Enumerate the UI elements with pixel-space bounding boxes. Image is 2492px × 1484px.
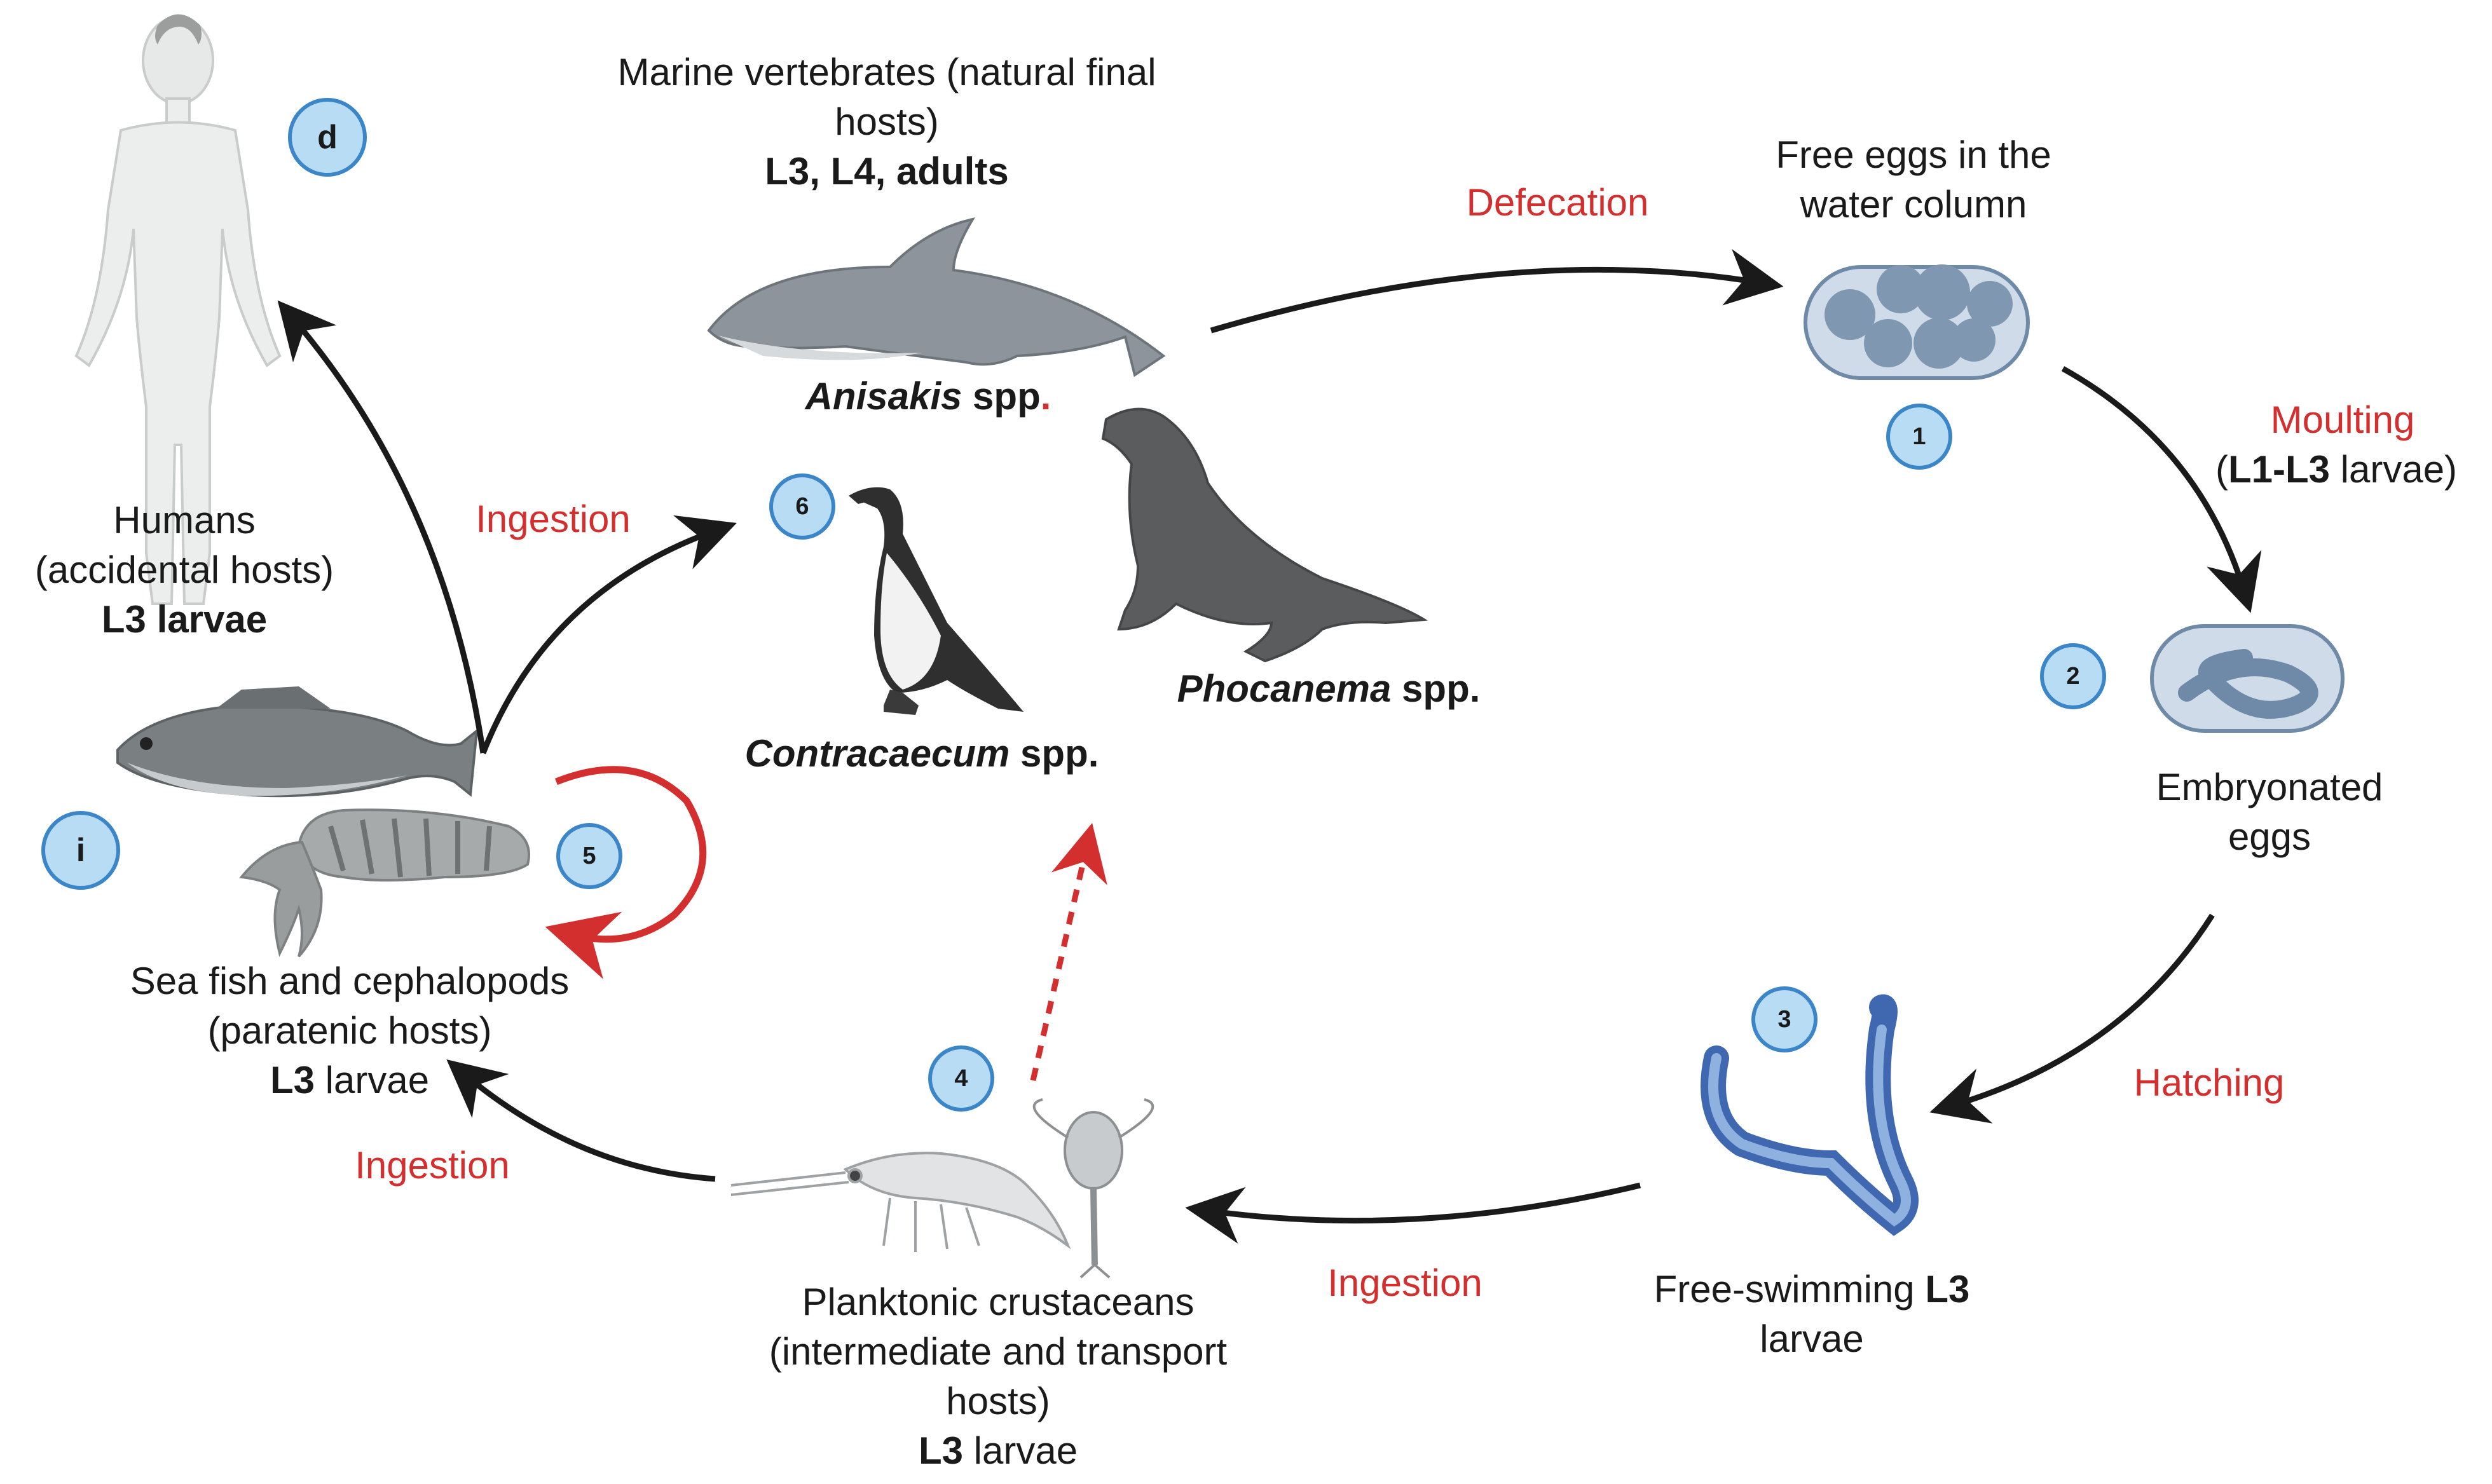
cuttlefish-figure	[239, 808, 530, 958]
bird-figure	[849, 487, 1023, 715]
larva-figure	[1701, 994, 1919, 1236]
arrow-hatching	[1929, 913, 2215, 1124]
badge-2: 2	[2040, 643, 2106, 709]
arrow-paratenic-loop	[545, 766, 707, 979]
arrow-moulting	[2061, 366, 2262, 613]
embryonated-eggs-label: Embryonated eggs	[2156, 766, 2383, 858]
sea-lion-figure	[1101, 407, 1428, 663]
copepod-figure	[1032, 1098, 1154, 1279]
arrow-ingestion-final	[480, 515, 737, 754]
badge-i: i	[41, 811, 120, 890]
fish-figure	[116, 686, 479, 798]
cycle-arrows	[277, 248, 2262, 1244]
ingestion-plankton-label: Ingestion	[1327, 1262, 1482, 1304]
humans-label: Humans (accidental hosts) L3 larvae	[34, 499, 334, 641]
krill-figure	[730, 1152, 1071, 1252]
badge-5: 5	[556, 823, 622, 889]
moulting-sub-label: (L1-L3 larvae)	[2215, 448, 2458, 491]
phocanema-label: Phocanema spp.	[1177, 667, 1481, 710]
free-eggs-label: Free eggs in the water column	[1776, 133, 2051, 226]
fish-label: Sea fish and cephalopods (paratenic host…	[130, 960, 570, 1101]
contracaecum-label: Contracaecum spp.	[744, 732, 1099, 775]
ingestion-final-label: Ingestion	[476, 498, 631, 540]
human-figure	[74, 14, 282, 605]
free-eggs-figure	[1804, 264, 2030, 380]
badge-3: 3	[1751, 986, 1818, 1052]
arrow-ingestion-plankton	[1185, 1182, 1641, 1244]
badge-6: 6	[769, 473, 835, 540]
arrow-defecation	[1210, 248, 1784, 334]
anisakis-label: Anisakis spp.	[805, 375, 1051, 418]
embryonated-egg-figure	[2150, 624, 2345, 733]
dolphin-figure	[707, 217, 1166, 378]
free-swimming-label: Free-swimming L3 larvae	[1653, 1268, 1970, 1360]
defecation-label: Defecation	[1466, 181, 1649, 224]
hatching-label: Hatching	[2133, 1061, 2285, 1104]
badge-1: 1	[1886, 404, 1952, 470]
ingestion-fish-label: Ingestion	[355, 1144, 510, 1187]
arrow-ingestion-fish	[446, 1059, 716, 1182]
moulting-label: Moulting	[2270, 398, 2415, 441]
arrow-to-humans	[277, 300, 486, 754]
marine-hosts-label: Marine vertebrates (natural final hosts)…	[617, 51, 1156, 193]
plankton-label: Planktonic crustaceans (intermediate and…	[769, 1281, 1228, 1472]
arrow-plankton-dashed	[1030, 822, 1107, 1082]
badge-d: d	[288, 98, 367, 177]
badge-4: 4	[928, 1045, 994, 1112]
